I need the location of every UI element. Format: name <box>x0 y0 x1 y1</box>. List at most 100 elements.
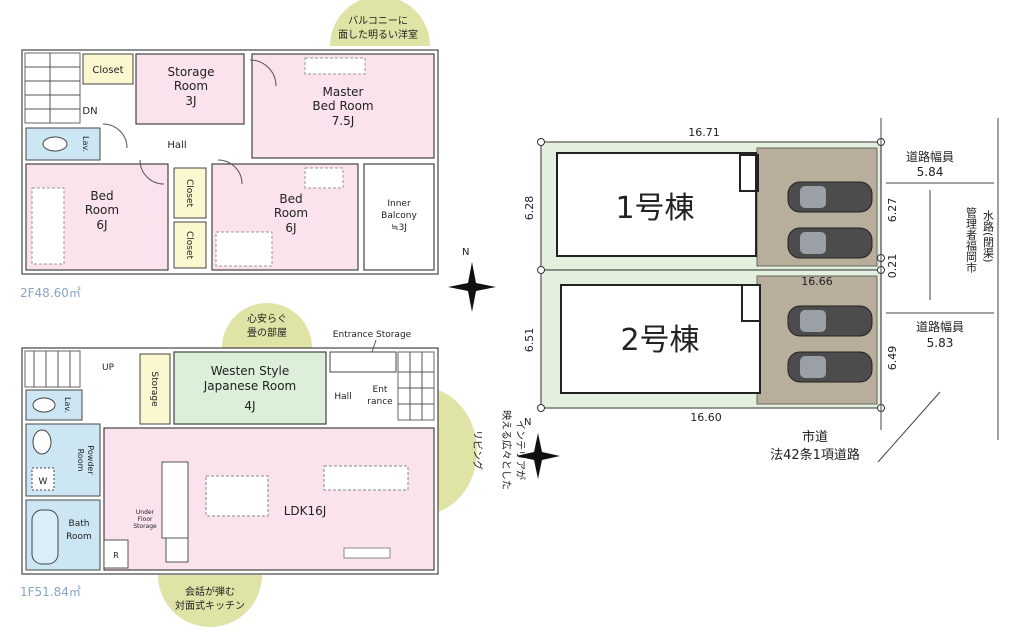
waterway-line2: 管理者福岡市 <box>965 206 978 274</box>
note-kitchen-line2: 対面式キッチン <box>175 599 245 612</box>
floor2-balcony-line2: Balcony <box>381 211 417 221</box>
building-2-label: 2号棟 <box>620 323 699 358</box>
floor1-powder-line1: Powder <box>86 445 95 475</box>
note-balcony-line2: 面した明るい洋室 <box>338 28 418 41</box>
floor2-closet-b <box>173 221 207 269</box>
floor2-balcony-size: ≒3J <box>391 223 407 233</box>
car-icon <box>787 305 873 337</box>
bathtub-icon <box>31 509 59 565</box>
dim-left-1: 6.28 <box>523 196 536 221</box>
floor2-balcony-line1: Inner <box>387 199 411 209</box>
floor2-inner-balcony <box>363 163 435 271</box>
building-1-label: 1号棟 <box>615 191 694 226</box>
floor1-staircase <box>24 350 81 388</box>
bedroom2-desk-outline <box>304 167 344 189</box>
floor2-bed2-line1: Bed <box>279 192 302 206</box>
waterway-line1: 水路(閉渠) <box>982 210 995 263</box>
floor1-entrance-storage-label: Entrance Storage <box>333 330 412 340</box>
dim-middle: 16.66 <box>801 275 833 288</box>
note-bubble-japanese: 心安らぐ 畳の部屋 <box>222 303 312 348</box>
floor2-hall-label: Hall <box>167 140 186 151</box>
floor2-storage-room-size: 3J <box>185 94 196 108</box>
floor1-toilet-icon <box>32 397 56 413</box>
road-width-1-title: 道路幅員 <box>906 149 954 164</box>
dim-top: 16.71 <box>688 126 720 139</box>
dim-left-2: 6.51 <box>523 328 536 353</box>
fridge-icon <box>103 539 129 569</box>
leader-line <box>371 339 377 353</box>
floor2-bed1-size: 6J <box>96 218 107 232</box>
stove-icon <box>165 537 189 563</box>
floor1-underfloor-line2: Floor <box>138 516 153 523</box>
floor1-entrance-line2: rance <box>367 397 393 407</box>
floor1-lav-label: Lav. <box>63 397 72 413</box>
note-bubble-kitchen: 会話が弾む 対面式キッチン <box>158 575 262 627</box>
road-width-2-title: 道路幅員 <box>916 319 964 334</box>
floor2-closet-a-label: Closet <box>184 179 194 208</box>
note-interior-line3: リビング <box>471 430 484 470</box>
note-japanese-line2: 畳の部屋 <box>247 326 287 339</box>
floor2-master-line1: Master <box>323 85 364 99</box>
floor1-entrance-tiles <box>397 351 435 421</box>
floor1-japanese-line2: Japanese Room <box>203 379 296 393</box>
sofa-outline <box>323 465 409 491</box>
floor1-hall-label: Hall <box>334 392 351 402</box>
floor1-japanese-line1: Westen Style <box>211 364 289 378</box>
car-icon <box>787 227 873 259</box>
bedroom2-bed-outline <box>215 231 273 267</box>
floor1-ldk-label: LDK16J <box>284 504 327 518</box>
city-road-title: 市道 <box>802 429 828 445</box>
compass-upper: N <box>448 247 496 312</box>
floor1-bath-line1: Bath <box>69 519 90 529</box>
floor2-closet-top <box>82 53 134 85</box>
floor2-storage-room <box>135 53 245 125</box>
floor2-storage-room-line1: Storage <box>168 65 215 79</box>
road-width-1-value: 5.84 <box>917 165 944 179</box>
floor1-fridge-label: R <box>113 551 119 560</box>
compass-lower: N <box>516 417 560 479</box>
door-arc <box>102 123 128 149</box>
floor1-japanese-size: 4J <box>244 399 255 413</box>
building-1 <box>556 152 757 257</box>
floor2-staircase <box>24 52 81 124</box>
first-floor-plan: 心安らぐ 畳の部屋 インテリアが 映える広々とした リビング 会話が弾む 対面式… <box>20 303 527 627</box>
floor1-bath-line2: Room <box>66 532 92 542</box>
floor2-master-line2: Bed Room <box>312 99 373 113</box>
boundary-marker <box>537 404 545 412</box>
floor1-japanese-room <box>173 351 327 425</box>
floor2-bed1-line2: Room <box>85 203 119 217</box>
floor2-dn-label: DN <box>82 106 97 117</box>
car-icon <box>787 181 873 213</box>
floor2-closet-top-label: Closet <box>92 65 123 76</box>
floor1-entrance-line1: Ent <box>373 385 388 395</box>
tv-stand-outline <box>343 547 391 559</box>
note-balcony-line1: バルコニーに <box>348 15 408 27</box>
note-interior-line1: インテリアが <box>514 420 527 480</box>
leader-line <box>877 391 941 463</box>
city-road-note: 法42条1項道路 <box>770 447 860 463</box>
floor2-area-label: 2F48.60㎡ <box>20 286 81 300</box>
dining-table <box>205 475 269 517</box>
bedroom1-bed-outline <box>31 187 65 265</box>
floor1-underfloor-line1: Under <box>136 509 155 516</box>
compass-upper-north: N <box>462 247 469 258</box>
dim-right-2: 6.49 <box>886 346 899 371</box>
door-arc <box>217 159 243 185</box>
washer-icon <box>31 467 55 491</box>
floor2-bed2-size: 6J <box>285 221 296 235</box>
note-bubble-balcony: バルコニーに 面した明るい洋室 <box>330 0 430 46</box>
dim-right-middle: 0.21 <box>886 254 899 279</box>
floor2-closet-b-label: Closet <box>184 231 194 260</box>
car-icon <box>787 351 873 383</box>
floor1-ldk <box>103 427 435 571</box>
floor1-up-label: UP <box>102 363 115 373</box>
building-1-stair <box>739 154 759 192</box>
building-2 <box>560 284 761 394</box>
floor1-area-label: 1F51.84㎡ <box>20 585 81 599</box>
lot-2-parking <box>756 275 878 405</box>
kitchen-counter <box>161 461 189 539</box>
floor2-master-size: 7.5J <box>332 114 355 128</box>
door-arc <box>249 59 277 87</box>
floor2-storage-room-line2: Room <box>174 79 208 93</box>
